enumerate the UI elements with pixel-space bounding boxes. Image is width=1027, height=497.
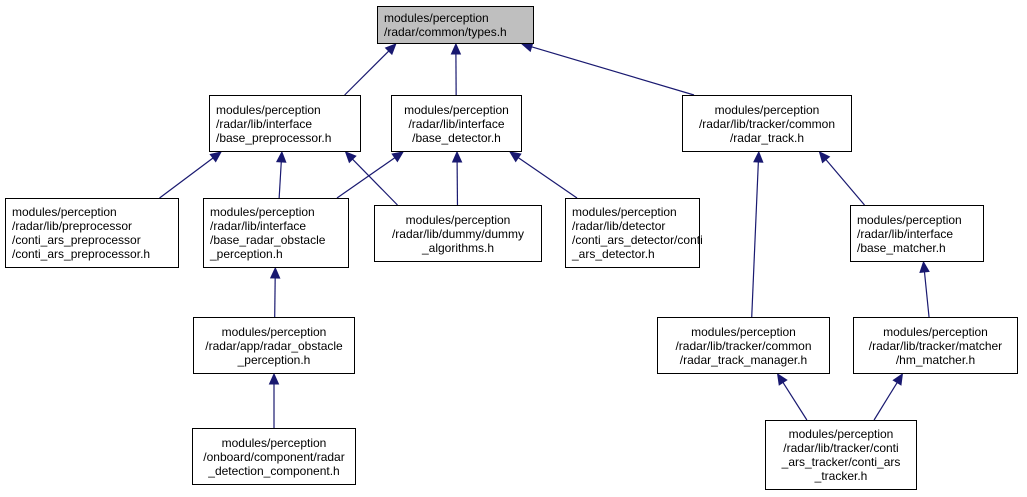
edge-conti_ars_tracker_h-to-radar_track_manager_h <box>782 382 808 421</box>
arrowhead-radar_obstacle_perception_h-to-base_radar_obstacle_perception_h <box>269 266 281 279</box>
edge-radar_track_manager_h-to-radar_track_h <box>751 161 759 318</box>
node-label-line: /base_matcher.h <box>857 240 946 255</box>
node-conti-ars-tracker-h[interactable]: modules/perception/radar/lib/tracker/con… <box>765 420 917 490</box>
node-label-line: /conti_ars_detector/conti <box>572 233 703 247</box>
node-label-line: modules/perception <box>883 324 988 339</box>
node-label-line: /radar/lib/dummy/dummy <box>391 226 525 241</box>
node-label-line: /hm_matcher.h <box>895 352 976 367</box>
node-dummy-algorithms-h[interactable]: modules/perception/radar/lib/dummy/dummy… <box>374 205 542 262</box>
node-label-line: /radar/lib/preprocessor <box>12 219 133 233</box>
edge-base_radar_obstacle_perception_h-to-base_preprocessor_h <box>278 161 282 199</box>
node-label-line: _detection_component.h <box>208 463 340 478</box>
node-radar-detection-component-h[interactable]: modules/perception/onboard/component/rad… <box>192 428 356 485</box>
node-label-line: /radar/common/types.h <box>384 25 507 39</box>
node-label-line: /radar/lib/tracker/conti <box>783 441 899 455</box>
node-label-line: /radar/app/radar_obstacle <box>205 338 343 353</box>
node-label-line: modules/perception <box>216 102 321 117</box>
node-label-line: _perception.h <box>210 247 283 261</box>
arrowhead-base_radar_obstacle_perception_h-to-base_detector_h <box>391 151 404 163</box>
node-conti-ars-detector-h[interactable]: modules/perception/radar/lib/detector/co… <box>565 198 703 268</box>
node-label-line: /conti_ars_preprocessor.h <box>12 247 151 261</box>
node-label-line: modules/perception <box>405 212 511 227</box>
node-base-detector-h[interactable]: modules/perception/radar/lib/interface/b… <box>391 95 522 152</box>
node-types-h: modules/perception/radar/common/types.h <box>377 6 534 44</box>
node-label-line: _perception.h <box>237 352 311 367</box>
node-base-radar-obstacle-perception-h[interactable]: modules/perception/radar/lib/interface/b… <box>203 198 349 268</box>
edge-base_matcher_h-to-radar_track_h <box>825 159 865 206</box>
node-label-line: modules/perception <box>714 102 820 117</box>
arrowhead-conti_ars_detector_h-to-base_detector_h <box>508 151 522 163</box>
node-base-preprocessor-h[interactable]: modules/perception/radar/lib/interface/b… <box>209 95 361 152</box>
node-label-line: /base_radar_obstacle <box>210 233 326 247</box>
arrowhead-radar_track_manager_h-to-radar_track_h <box>753 150 764 163</box>
node-label-line: modules/perception <box>404 102 509 117</box>
node-label-line: /base_preprocessor.h <box>216 130 332 145</box>
node-base-matcher-h[interactable]: modules/perception/radar/lib/interface/b… <box>850 205 984 262</box>
edge-layer <box>159 41 930 428</box>
edge-base_preprocessor_h-to-types_h <box>344 50 390 96</box>
node-hm-matcher-h[interactable]: modules/perception/radar/lib/tracker/mat… <box>853 317 1018 374</box>
node-radar-obstacle-perception-h[interactable]: modules/perception/radar/app/radar_obsta… <box>193 317 355 374</box>
edge-conti_ars_preprocessor_h-to-base_preprocessor_h <box>159 157 214 199</box>
node-label-line: modules/perception <box>788 427 894 441</box>
node-label-line: /radar/lib/interface <box>210 219 307 233</box>
edge-dummy_algorithms_h-to-base_preprocessor_h <box>352 158 398 206</box>
node-radar-track-h[interactable]: modules/perception/radar/lib/tracker/com… <box>682 95 852 152</box>
node-conti-ars-preprocessor-h[interactable]: modules/perception/radar/lib/preprocesso… <box>5 198 179 268</box>
node-label-line: /radar_track_manager.h <box>679 352 808 367</box>
node-label-line: /radar/lib/interface <box>857 226 954 241</box>
node-label-line: _ars_detector.h <box>572 247 655 261</box>
arrowhead-base_matcher_h-to-radar_track_h <box>818 151 831 164</box>
node-label-line: /base_detector.h <box>412 130 501 145</box>
node-label-line: /onboard/component/radar <box>203 449 345 464</box>
edge-radar_track_h-to-types_h <box>531 46 695 96</box>
arrowhead-conti_ars_tracker_h-to-hm_matcher_h <box>892 372 904 386</box>
edge-conti_ars_detector_h-to-base_detector_h <box>517 157 578 199</box>
node-label-line: /radar_track.h <box>729 130 805 145</box>
arrowhead-base_detector_h-to-types_h <box>450 42 462 55</box>
edge-base_radar_obstacle_perception_h-to-base_detector_h <box>336 157 396 199</box>
node-label-line: modules/perception <box>572 205 677 219</box>
edge-conti_ars_tracker_h-to-hm_matcher_h <box>873 382 898 421</box>
arrowhead-dummy_algorithms_h-to-base_detector_h <box>451 150 463 163</box>
arrowhead-conti_ars_tracker_h-to-radar_track_manager_h <box>776 372 788 386</box>
node-radar-track-manager-h[interactable]: modules/perception/radar/lib/tracker/com… <box>657 317 830 374</box>
node-label-line: modules/perception <box>857 212 962 227</box>
node-label-line: modules/perception <box>221 324 327 339</box>
node-label-line: _algorithms.h <box>421 240 495 255</box>
node-label-line: _tracker.h <box>814 469 868 483</box>
node-label-line: /radar/lib/tracker/common <box>698 116 836 131</box>
node-label-line: _ars_tracker/conti_ars <box>781 455 901 469</box>
node-label-line: /radar/lib/tracker/common <box>675 338 812 353</box>
arrowhead-base_radar_obstacle_perception_h-to-base_preprocessor_h <box>275 150 287 163</box>
node-label-line: modules/perception <box>384 11 489 25</box>
arrowhead-dummy_algorithms_h-to-base_preprocessor_h <box>344 151 357 164</box>
node-label-line: /radar/lib/tracker/matcher <box>868 338 1003 353</box>
arrowhead-radar_detection_component_h-to-radar_obstacle_perception_h <box>268 372 280 385</box>
node-label-line: /conti_ars_preprocessor <box>12 233 141 247</box>
node-label-line: modules/perception <box>210 205 315 219</box>
node-label-line: modules/perception <box>691 324 796 339</box>
node-label-line: /radar/lib/detector <box>572 219 666 233</box>
arrowhead-hm_matcher_h-to-base_matcher_h <box>919 260 930 273</box>
node-label-line: modules/perception <box>12 205 117 219</box>
node-label-line: /radar/lib/interface <box>216 116 313 131</box>
edge-hm_matcher_h-to-base_matcher_h <box>923 271 930 318</box>
arrowhead-base_preprocessor_h-to-types_h <box>384 43 397 56</box>
arrowhead-conti_ars_preprocessor_h-to-base_preprocessor_h <box>209 151 222 163</box>
node-label-line: modules/perception <box>221 435 327 450</box>
node-label-line: /radar/lib/interface <box>408 116 505 131</box>
